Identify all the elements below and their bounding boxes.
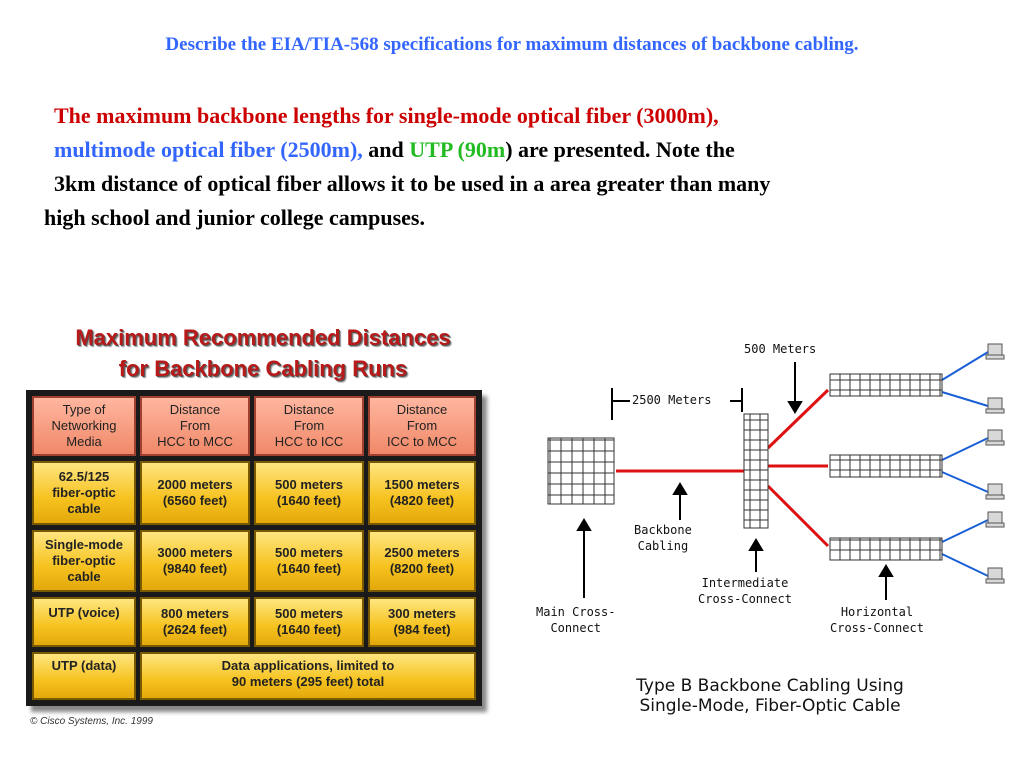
table-cell: 2500 meters (8200 feet) — [368, 530, 476, 592]
computer-icon — [985, 483, 1005, 500]
fiber-links — [616, 388, 830, 548]
horizontal-cross-connect-middle — [829, 454, 943, 478]
label-2500-meters: 2500 Meters — [632, 393, 712, 407]
pointer-arrows — [576, 362, 894, 600]
row-label-utp-data: UTP (data) — [32, 652, 136, 700]
label-main-cross-connect: Main Cross- Connect — [536, 605, 616, 635]
header-media: Type of Networking Media — [32, 396, 136, 456]
table-cell: 500 meters (1640 feet) — [254, 530, 364, 592]
fiber-link-upper — [766, 388, 830, 450]
label-horizontal-cross-connect: Horizontal Cross-Connect — [830, 605, 924, 635]
dimension-2500 — [611, 388, 743, 420]
paragraph-line-3: 3km distance of optical fiber allows it … — [54, 171, 771, 196]
row-label-multimode: 62.5/125 fiber-optic cable — [32, 461, 136, 525]
diagram-title: Type B Backbone Cabling Using Single-Mod… — [636, 676, 904, 716]
table-cell: 800 meters (2624 feet) — [140, 597, 250, 647]
table-cell: 3000 meters (9840 feet) — [140, 530, 250, 592]
fiber-link-lower — [766, 484, 830, 548]
slide-heading: Describe the EIA/TIA-568 specifications … — [165, 34, 859, 55]
label-intermediate-cross-connect: Intermediate Cross-Connect — [698, 576, 792, 606]
horizontal-cross-connect-lower — [829, 537, 943, 561]
table-title-line-2: for Backbone Cabling Runs — [118, 356, 408, 381]
header-hcc-icc: Distance From HCC to ICC — [254, 396, 364, 456]
utp-data-note: Data applications, limited to 90 meters … — [140, 652, 476, 700]
row-label-single-mode: Single-mode fiber-optic cable — [32, 530, 136, 592]
and-text: and — [362, 137, 410, 162]
computer-icon — [985, 397, 1005, 414]
utp-links — [941, 351, 989, 577]
header-icc-mcc: Distance From ICC to MCC — [368, 396, 476, 456]
table-cell: 1500 meters (4820 feet) — [368, 461, 476, 525]
paragraph-line-1: The maximum backbone lengths for single-… — [54, 103, 719, 128]
computer-icons — [985, 343, 1005, 584]
table-title-line-1: Maximum Recommended Distances — [75, 325, 451, 350]
header-hcc-mcc: Distance From HCC to MCC — [140, 396, 250, 456]
label-backbone-cabling: Backbone Cabling — [634, 523, 692, 553]
intermediate-cross-connect-panel — [743, 413, 769, 529]
table-cell: 2000 meters (6560 feet) — [140, 461, 250, 525]
main-cross-connect-panel — [547, 437, 615, 505]
horizontal-cross-connect-upper — [829, 373, 943, 397]
computer-icon — [985, 511, 1005, 528]
paragraph-line-4: high school and junior college campuses. — [44, 205, 425, 230]
copyright: © Cisco Systems, Inc. 1999 — [30, 716, 153, 727]
computer-icon — [985, 429, 1005, 446]
multimode-text: multimode optical fiber (2500m), — [54, 137, 363, 162]
table-cell: 300 meters (984 feet) — [368, 597, 476, 647]
utp-text: UTP (90m — [409, 137, 506, 162]
table-cell: 500 meters (1640 feet) — [254, 461, 364, 525]
presented-text: ) are presented. Note the — [505, 137, 735, 162]
paragraph-line-2: multimode optical fiber (2500m), and UTP… — [54, 133, 735, 167]
computer-icon — [985, 343, 1005, 360]
table-title: Maximum Recommended Distances for Backbo… — [28, 322, 498, 384]
table-cell: 500 meters (1640 feet) — [254, 597, 364, 647]
label-500-meters: 500 Meters — [744, 342, 817, 356]
row-label-utp-voice: UTP (voice) — [32, 597, 136, 647]
computer-icon — [985, 567, 1005, 584]
